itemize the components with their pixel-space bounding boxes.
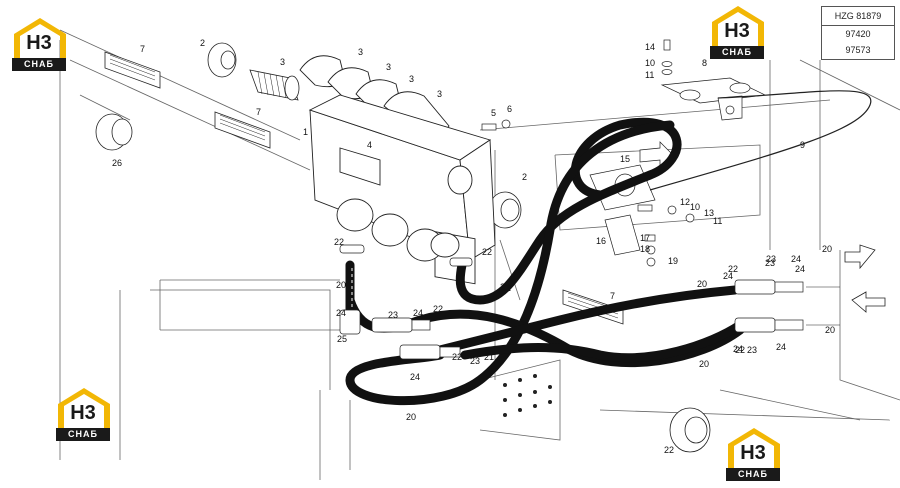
round-fittings — [95, 42, 711, 453]
callout-number: 11 — [713, 216, 722, 226]
callout-number: 20 — [406, 412, 416, 422]
hose-fittings — [339, 244, 804, 360]
callout-number: 23 — [388, 310, 398, 320]
callout-number: 21 — [484, 352, 494, 362]
callout-number: 2 — [522, 172, 527, 182]
callout-number: 23 — [470, 356, 480, 366]
logo-house-icon — [14, 18, 66, 58]
callout-number: 11 — [645, 70, 654, 80]
callout-number: 3 — [280, 57, 285, 67]
callout-number: 12 — [680, 197, 690, 207]
watermark-logo: H3 СНАБ — [720, 424, 784, 484]
callout-number: 5 — [491, 108, 496, 118]
callout-number: 24 — [791, 254, 801, 264]
callout-number: 25 — [337, 334, 347, 344]
callout-number: 24 — [336, 308, 346, 318]
callout-number: 24 — [776, 342, 786, 352]
callout-number: 23 — [766, 254, 776, 264]
callout-number: 9 — [800, 140, 805, 150]
logo-text: СНАБ — [710, 46, 764, 59]
logo-text: СНАБ — [12, 58, 66, 71]
callout-number: 18 — [640, 244, 650, 254]
callout-number: 22 — [735, 345, 745, 355]
logo-text: СНАБ — [726, 468, 780, 481]
callout-number: 10 — [690, 202, 700, 212]
callout-number: 7 — [140, 44, 145, 54]
callout-number: 20 — [825, 325, 835, 335]
reference-code: HZG 81879 — [822, 7, 894, 26]
callout-number: 1 — [303, 127, 308, 137]
callout-number: 7 — [256, 107, 261, 117]
callout-number: 22 — [334, 237, 344, 247]
logo-house-icon — [728, 428, 780, 468]
watermark-logo: H3 СНАБ — [704, 2, 768, 62]
callout-number: 20 — [697, 279, 707, 289]
logo-mark: H3 — [740, 442, 766, 464]
callout-number: 3 — [409, 74, 414, 84]
callout-number: 22 — [664, 445, 674, 455]
reference-number-b: 97573 — [845, 45, 871, 55]
reference-box: HZG 81879 97420 97573 — [821, 6, 895, 60]
callout-number: 14 — [645, 42, 655, 52]
callout-number: 15 — [620, 154, 630, 164]
callout-number: 4 — [367, 140, 372, 150]
callout-number: 20 — [336, 280, 346, 290]
logo-text: СНАБ — [56, 428, 110, 441]
bellows-hose — [249, 69, 300, 101]
watermark-logo: H3 СНАБ — [6, 14, 70, 74]
callout-number: 22 — [482, 247, 492, 257]
logo-house-icon — [712, 6, 764, 46]
logo-mark: H3 — [70, 402, 96, 424]
grille-parts — [104, 51, 624, 325]
reference-number-a: 97420 — [845, 29, 871, 39]
callout-number: 22 — [452, 352, 462, 362]
cable — [649, 90, 872, 191]
callout-number: 21 — [501, 283, 511, 293]
callout-number: 8 — [702, 58, 707, 68]
logo-mark: H3 — [26, 32, 52, 54]
callout-number: 13 — [704, 208, 714, 218]
callout-number: 6 — [507, 104, 512, 114]
panel-holes — [503, 374, 552, 417]
logo-house-icon — [58, 388, 110, 428]
callout-number: 22 — [728, 264, 738, 274]
callout-number: 19 — [668, 256, 678, 266]
callout-number: 24 — [795, 264, 805, 274]
heater-unit — [299, 55, 496, 285]
callout-number: 22 — [433, 304, 443, 314]
callout-number: 20 — [822, 244, 832, 254]
logo-mark: H3 — [724, 20, 750, 42]
callout-number: 17 — [640, 233, 650, 243]
callout-number: 3 — [386, 62, 391, 72]
callout-number: 21 — [500, 282, 510, 292]
callout-number: 16 — [596, 236, 606, 246]
watermark-logo: H3 СНАБ — [50, 384, 114, 444]
callout-number: 24 — [413, 308, 423, 318]
callout-number: 23 — [747, 345, 757, 355]
callout-number: 26 — [112, 158, 122, 168]
callout-number: 20 — [699, 359, 709, 369]
callout-number: 10 — [645, 58, 655, 68]
callout-number: 24 — [723, 271, 733, 281]
callout-number: 3 — [358, 47, 363, 57]
callout-number: 23 — [765, 258, 775, 268]
callout-number: 3 — [437, 89, 442, 99]
ports — [806, 286, 840, 326]
callout-number: 24 — [733, 344, 743, 354]
callout-number: 24 — [410, 372, 420, 382]
callout-number: 7 — [610, 291, 615, 301]
callout-number: 2 — [200, 38, 205, 48]
